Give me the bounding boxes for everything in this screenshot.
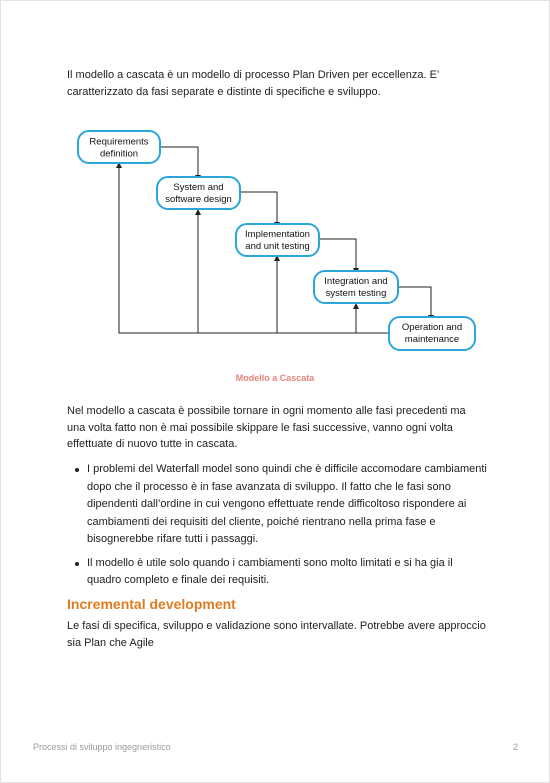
page-number: 2 bbox=[512, 742, 518, 752]
stage-4-label-line1: Integration and bbox=[324, 276, 387, 287]
stage-4-label-line2: system testing bbox=[326, 288, 387, 299]
stage-1-label-line1: Requirements bbox=[89, 137, 148, 148]
stage-1-label-line2: definition bbox=[100, 149, 138, 160]
stage-integration-system-testing: Integration and system testing bbox=[313, 270, 399, 304]
stage-2-label-line2: software design bbox=[165, 194, 232, 205]
bullet-item-1: I problemi del Waterfall model sono quin… bbox=[67, 461, 487, 549]
closing-paragraph: Le fasi di specifica, sviluppo e validaz… bbox=[67, 620, 486, 649]
flow-line-3 bbox=[319, 238, 357, 271]
stage-3-label-line2: and unit testing bbox=[245, 241, 309, 252]
stage-3-label-line1: Implementation bbox=[245, 229, 310, 240]
stage-requirements-definition: Requirements definition bbox=[77, 130, 161, 164]
feedback-arrow-2 bbox=[195, 209, 201, 215]
bullet-item-2: Il modello è utile solo quando i cambiam… bbox=[67, 555, 487, 590]
bullet-list: I problemi del Waterfall model sono quin… bbox=[67, 461, 487, 596]
stage-system-software-design: System and software design bbox=[156, 176, 241, 210]
intro-paragraph: Il modello a cascata è un modello di pro… bbox=[67, 69, 439, 98]
stage-5-label-line2: maintenance bbox=[405, 334, 459, 345]
feedback-arrow-1 bbox=[116, 162, 122, 168]
feedback-arrow-4 bbox=[353, 303, 359, 309]
diagram-caption: Modello a Cascata bbox=[235, 373, 315, 383]
section-heading: Incremental development bbox=[67, 596, 236, 612]
flow-line-4 bbox=[398, 286, 432, 318]
stage-implementation-unit-testing: Implementation and unit testing bbox=[235, 223, 320, 257]
stage-operation-maintenance: Operation and maintenance bbox=[388, 316, 476, 351]
waterfall-diagram: Requirements definition System and softw… bbox=[77, 130, 476, 351]
feedback-arrow-3 bbox=[274, 255, 280, 261]
stage-2-label-line1: System and bbox=[173, 182, 223, 193]
footer-title: Processi di sviluppo ingegneristico bbox=[33, 742, 171, 752]
flow-line-2 bbox=[240, 191, 278, 225]
body-paragraph: Nel modello a cascata è possibile tornar… bbox=[67, 405, 466, 450]
flow-line-1 bbox=[160, 146, 199, 178]
feedback-line-main bbox=[118, 165, 389, 334]
stage-5-label-line1: Operation and bbox=[402, 322, 462, 333]
